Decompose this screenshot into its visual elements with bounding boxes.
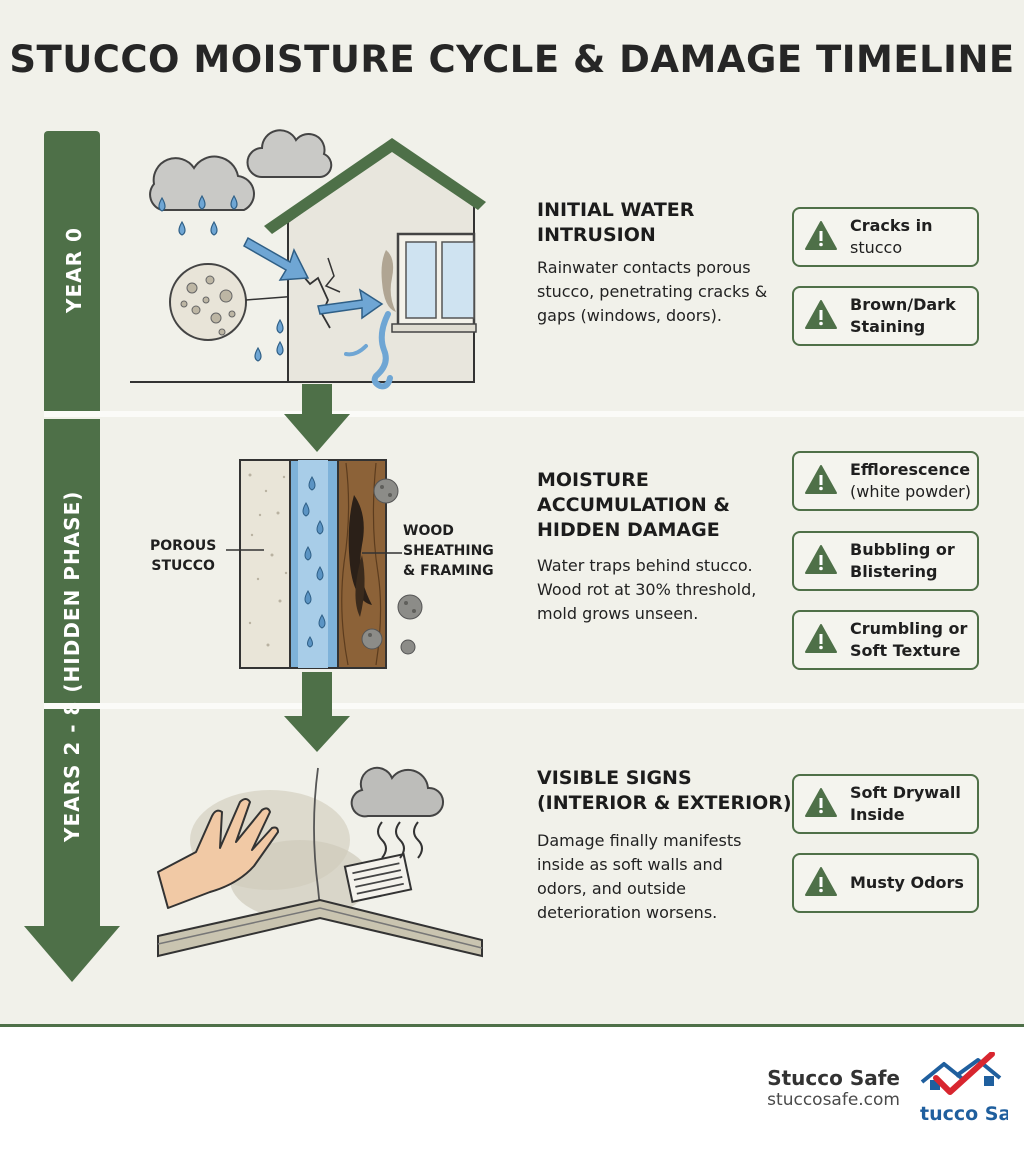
sign-card: Crumbling or Soft Texture: [792, 610, 979, 670]
timeline-bar-year-0: [44, 131, 100, 412]
stage-2-description: Water traps behind stucco. Wood rot at 3…: [537, 556, 757, 623]
stage-1-title-line: INTRUSION: [537, 224, 656, 246]
label-line: & FRAMING: [403, 563, 494, 579]
stucco-safe-logo: tucco Saf: [920, 1052, 1008, 1125]
sign-card: Musty Odors: [792, 853, 979, 913]
sign-sublabel: Blistering: [850, 562, 938, 581]
water-intrusion-illustration: [130, 129, 486, 390]
stage-2-title-line: MOISTURE: [537, 469, 649, 491]
sign-label: Brown/Dark: [850, 295, 956, 314]
sign-label: Efflorescence: [850, 460, 971, 479]
down-arrow-icon: [284, 672, 350, 752]
sign-sublabel: stucco: [850, 238, 903, 257]
sign-label: Soft Drywall: [850, 783, 961, 802]
warning-icon: [805, 624, 837, 653]
sign-label: Musty Odors: [850, 873, 964, 892]
porous-stucco-label: POROUS STUCCO: [150, 536, 216, 576]
down-arrow-icon: [284, 384, 350, 452]
stage-2-title: MOISTURE ACCUMULATION & HIDDEN DAMAGE: [537, 468, 730, 543]
timeline-label-hidden-phase: YEARS 2 - 8 (HIDDEN PHASE): [60, 490, 84, 842]
stage-3-title: VISIBLE SIGNS (INTERIOR & EXTERIOR): [537, 766, 792, 816]
stage-3-title-line: (INTERIOR & EXTERIOR): [537, 792, 792, 814]
wood-sheathing-label: WOOD SHEATHING & FRAMING: [403, 521, 494, 581]
stage-3-description: Damage finally manifests inside as soft …: [537, 831, 742, 922]
stage-1-description: Rainwater contacts porous stucco, penetr…: [537, 258, 768, 325]
sign-sublabel: Inside: [850, 805, 905, 824]
sign-card: Cracks in stucco: [792, 207, 979, 267]
divider: [44, 703, 1024, 709]
interior-damage-illustration: [157, 766, 483, 958]
warning-icon: [805, 788, 837, 817]
sign-sublabel: (white powder): [850, 482, 971, 501]
stage-2-title-line: ACCUMULATION &: [537, 494, 730, 516]
timeline-bar-hidden-phase: [44, 419, 100, 928]
sign-sublabel: Staining: [850, 317, 926, 336]
warning-icon: [805, 465, 837, 494]
page-title: STUCCO MOISTURE CYCLE & DAMAGE TIMELINE: [9, 38, 1015, 81]
label-line: POROUS: [150, 538, 217, 554]
warning-icon: [805, 221, 837, 250]
stage-1-title: INITIAL WATER INTRUSION: [537, 198, 694, 248]
footer-divider: [0, 1024, 1024, 1027]
logo-text: tucco Saf: [920, 1103, 1008, 1125]
footer: [0, 1027, 1024, 1154]
warning-icon: [805, 867, 837, 896]
warning-icon: [805, 300, 837, 329]
stage-3-title-line: VISIBLE SIGNS: [537, 767, 692, 789]
sign-card: Efflorescence (white powder): [792, 451, 979, 511]
label-line: WOOD: [403, 523, 454, 539]
sign-label: Cracks in: [850, 216, 933, 235]
timeline-label-year-0: YEAR 0: [62, 227, 86, 313]
label-line: STUCCO: [151, 558, 215, 574]
brand-url: stuccosafe.com: [767, 1090, 900, 1110]
wall-cross-section-illustration: [226, 459, 423, 669]
stage-2-title-line: HIDDEN DAMAGE: [537, 519, 720, 541]
sign-label: Bubbling or: [850, 540, 955, 559]
stage-1-title-line: INITIAL WATER: [537, 199, 695, 221]
warning-icon: [805, 545, 837, 574]
sign-label: Crumbling or: [850, 619, 968, 638]
sign-sublabel: Soft Texture: [850, 641, 961, 660]
timeline-arrow-head: [24, 926, 120, 982]
sign-card: Bubbling or Blistering: [792, 531, 979, 591]
divider: [44, 411, 1024, 417]
brand-name: Stucco Safe: [767, 1066, 900, 1090]
label-line: SHEATHING: [403, 543, 494, 559]
